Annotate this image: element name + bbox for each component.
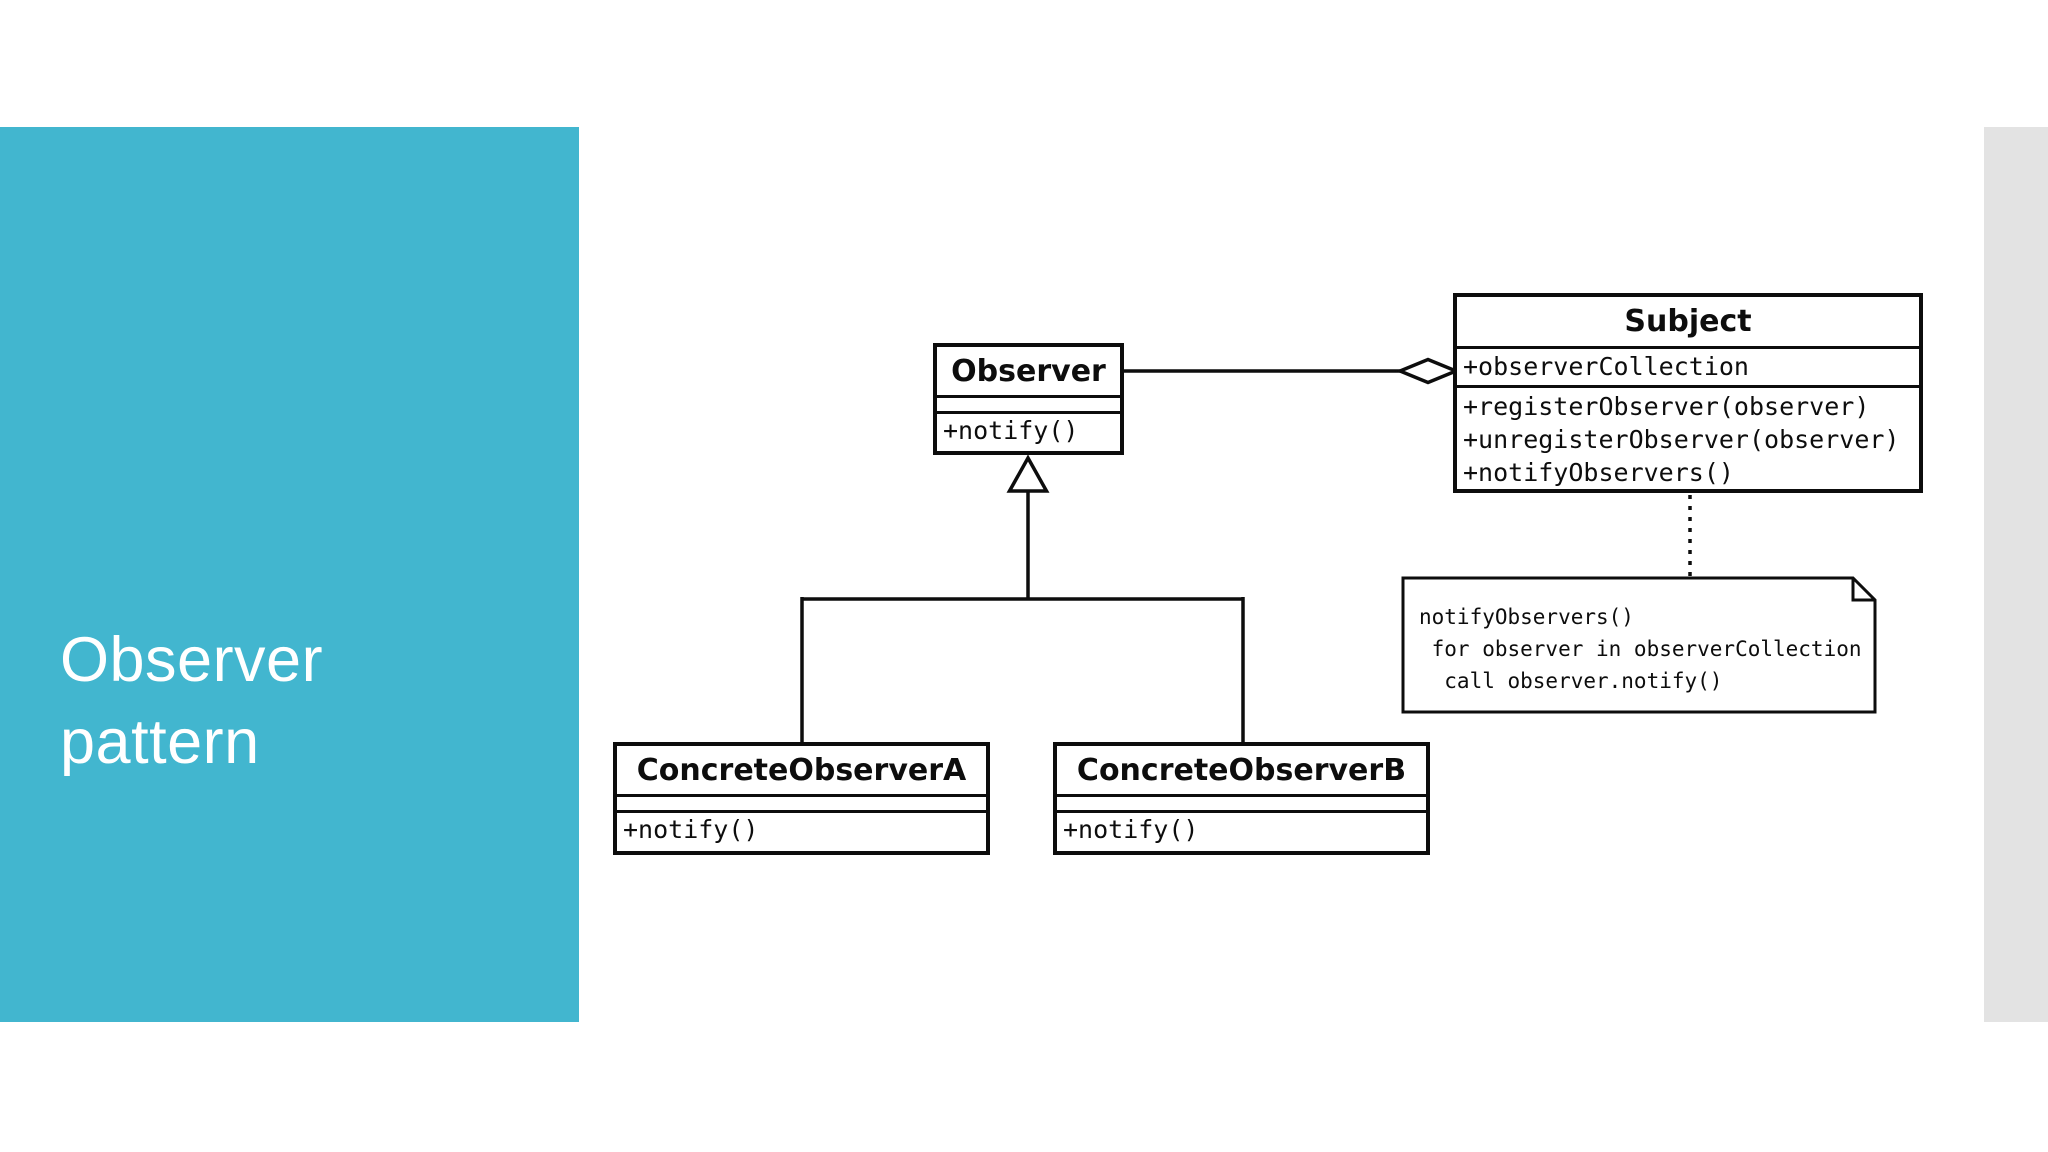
inheritance-triangle-icon	[1006, 454, 1050, 493]
slide-title-line-2: pattern	[60, 707, 260, 777]
class-name: ConcreteObserverA	[617, 746, 986, 797]
attributes-compartment	[937, 398, 1120, 414]
method-line: +notify()	[623, 815, 759, 844]
attributes-compartment	[1057, 797, 1426, 813]
method-line: +notifyObservers()	[1463, 458, 1734, 487]
note-line: for observer in observerCollection	[1419, 637, 1862, 661]
uml-class-concrete-observer-b: ConcreteObserverB +notify()	[1053, 742, 1430, 855]
methods-compartment: +notify()	[617, 813, 986, 847]
method-line: +registerObserver(observer)	[1463, 392, 1870, 421]
method-line: +notify()	[1063, 815, 1199, 844]
attributes-compartment	[617, 797, 986, 813]
right-edge-strip	[1984, 127, 2048, 1022]
class-name: ConcreteObserverB	[1057, 746, 1426, 797]
methods-compartment: +notify()	[937, 414, 1120, 448]
slide-title-line-1: Observer	[60, 625, 324, 695]
uml-class-concrete-observer-a: ConcreteObserverA +notify()	[613, 742, 990, 855]
aggregation-diamond-icon	[1395, 357, 1461, 385]
class-name: Subject	[1457, 297, 1919, 349]
class-name: Observer	[937, 347, 1120, 398]
note-line: notifyObservers()	[1419, 605, 1634, 629]
uml-note: notifyObservers() for observer in observ…	[1403, 578, 1875, 712]
attributes-compartment: +observerCollection	[1457, 349, 1919, 388]
method-line: +unregisterObserver(observer)	[1463, 425, 1900, 454]
title-panel: Observer pattern	[0, 127, 579, 1022]
methods-compartment: +registerObserver(observer) +unregisterO…	[1457, 388, 1919, 489]
attribute-line: +observerCollection	[1463, 352, 1749, 381]
method-line: +notify()	[943, 416, 1079, 445]
note-line: call observer.notify()	[1419, 669, 1723, 693]
uml-class-observer: Observer +notify()	[933, 343, 1124, 455]
slide-title: Observer pattern	[60, 619, 323, 783]
uml-class-subject: Subject +observerCollection +registerObs…	[1453, 293, 1923, 493]
methods-compartment: +notify()	[1057, 813, 1426, 847]
